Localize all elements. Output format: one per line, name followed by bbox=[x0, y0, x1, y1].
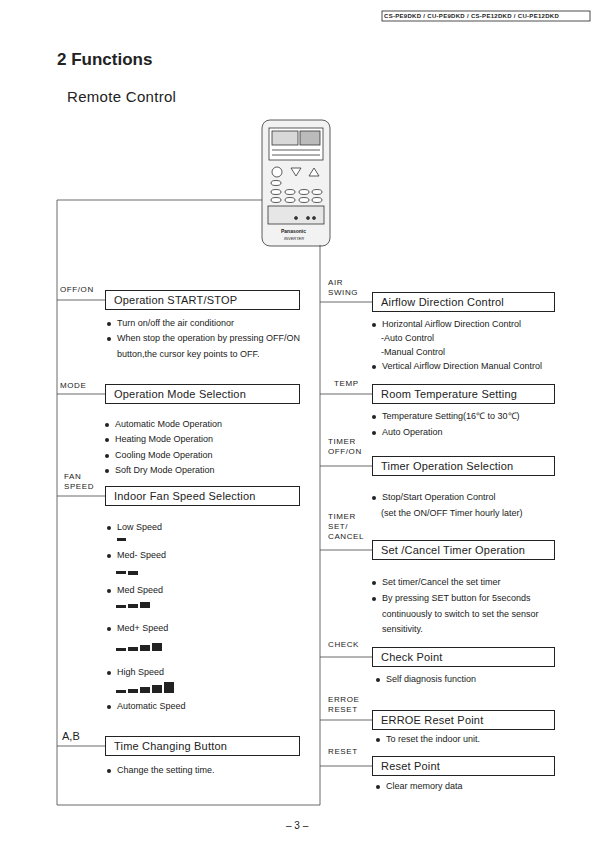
button-name: FAN SPEED bbox=[64, 472, 94, 492]
box-heading: Operation START/STOP bbox=[114, 294, 237, 306]
remote-control bbox=[262, 120, 330, 246]
speed-name: Med+ Speed bbox=[106, 621, 168, 637]
note: Automatic Mode Operation bbox=[104, 417, 222, 433]
note: Soft Dry Mode Operation bbox=[104, 463, 215, 479]
button-name: TEMP bbox=[334, 379, 359, 389]
note: Vertical Airflow Direction Manual Contro… bbox=[371, 359, 542, 375]
box-heading: Check Point bbox=[381, 651, 443, 663]
box-heading: Timer Operation Selection bbox=[381, 460, 513, 472]
button-name: A,B bbox=[62, 730, 80, 742]
function-box: Airflow Direction Control bbox=[372, 292, 555, 312]
note: Horizontal Airflow Direction Control bbox=[371, 317, 521, 333]
box-heading: Reset Point bbox=[381, 760, 440, 772]
box-heading: Airflow Direction Control bbox=[381, 296, 504, 308]
note: To reset the indoor unit. bbox=[375, 732, 480, 748]
button-name: CHECK bbox=[328, 640, 359, 650]
function-box: ERROE Reset Point bbox=[372, 710, 555, 730]
speed-name: Med- Speed bbox=[106, 548, 166, 564]
note: Change the setting time. bbox=[106, 763, 215, 779]
note: (set the ON/OFF Timer hourly later) bbox=[381, 506, 523, 522]
note: Cooling Mode Operation bbox=[104, 448, 213, 464]
box-heading: ERROE Reset Point bbox=[381, 714, 483, 726]
button-name: TIMER OFF/ON bbox=[328, 437, 362, 457]
page-number: – 3 – bbox=[286, 820, 308, 832]
box-heading: Indoor Fan Speed Selection bbox=[114, 490, 256, 502]
subtitle: Remote Control bbox=[67, 88, 176, 106]
note: Clear memory data bbox=[375, 779, 463, 795]
button-name: TIMER SET/ CANCEL bbox=[328, 512, 364, 542]
note: Self diagnosis function bbox=[375, 672, 476, 688]
note: Turn on/off the air conditionor bbox=[106, 316, 312, 332]
note: Stop/Start Operation Control bbox=[371, 490, 496, 506]
function-box: Time Changing Button bbox=[105, 736, 300, 756]
note: By pressing SET button for 5seconds cont… bbox=[371, 591, 572, 638]
function-box: Operation Mode Selection bbox=[105, 384, 300, 404]
brand-name: Panasonic bbox=[281, 228, 306, 234]
button-name: OFF/ON bbox=[60, 285, 94, 295]
speed-name: High Speed bbox=[106, 665, 164, 681]
speed-name: Low Speed bbox=[106, 520, 162, 536]
function-box: Check Point bbox=[372, 647, 555, 667]
function-box: Indoor Fan Speed Selection bbox=[105, 486, 300, 506]
button-name: AIR SWING bbox=[328, 278, 358, 298]
function-box: Timer Operation Selection bbox=[372, 456, 555, 476]
button-name: MODE bbox=[60, 381, 86, 391]
note: Set timer/Cancel the set timer bbox=[371, 575, 501, 591]
page-title: 2 Functions bbox=[57, 50, 152, 70]
model-number: CS-PE9DKD / CU-PE9DKD / CS-PE12DKD / CU-… bbox=[384, 12, 559, 20]
box-heading: Set /Cancel Timer Operation bbox=[381, 544, 525, 556]
box-heading: Time Changing Button bbox=[114, 740, 227, 752]
box-heading: Room Temperature Setting bbox=[381, 388, 517, 400]
box-heading: Operation Mode Selection bbox=[114, 388, 246, 400]
speed-name: Automatic Speed bbox=[106, 699, 186, 715]
note: -Manual Control bbox=[381, 345, 445, 361]
note: Heating Mode Operation bbox=[104, 432, 213, 448]
model-frame bbox=[382, 11, 590, 21]
note: Auto Operation bbox=[371, 425, 443, 441]
speed-name: Med Speed bbox=[106, 583, 163, 599]
note: Temperature Setting(16℃ to 30℃) bbox=[371, 409, 520, 425]
brand-sub: INVERTER bbox=[284, 236, 304, 241]
function-box: Set /Cancel Timer Operation bbox=[372, 540, 555, 560]
note: -Auto Control bbox=[381, 331, 434, 347]
function-box: Operation START/STOP bbox=[105, 290, 300, 310]
button-name: ERROE RESET bbox=[328, 695, 359, 715]
button-name: RESET bbox=[328, 747, 358, 757]
function-box: Room Temperature Setting bbox=[372, 384, 555, 404]
note: When stop the operation by pressing OFF/… bbox=[106, 331, 309, 362]
leader-lines bbox=[57, 200, 372, 805]
function-box: Reset Point bbox=[372, 756, 555, 776]
